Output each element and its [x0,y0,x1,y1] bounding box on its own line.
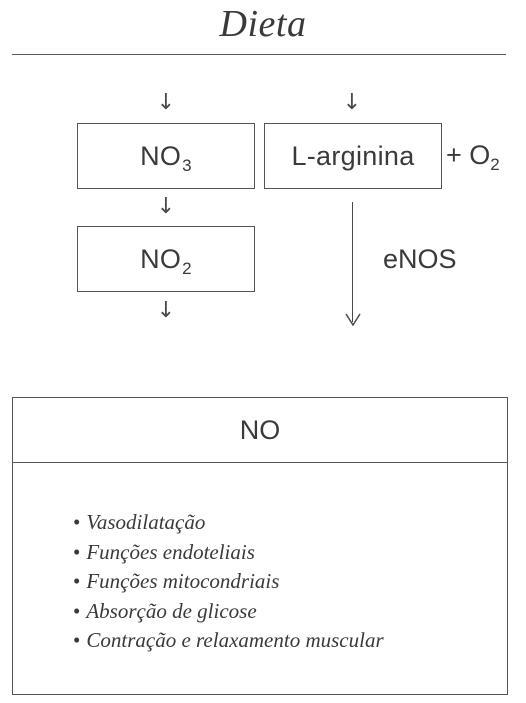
diagram-title: Dieta [219,3,307,45]
list-item: Vasodilatação [73,508,384,538]
nitric-oxide-panel: NO Vasodilatação Funções endoteliais Fun… [12,397,508,695]
nitrite-label: NO2 [140,243,192,278]
oxygen-label: + O2 [446,140,500,174]
arrow-nitrite-to-no: ↓ [156,298,176,323]
title-divider [12,54,506,55]
list-item: Funções endoteliais [73,538,384,568]
arrow-diet-to-arginine: ↓ [342,90,362,115]
list-item: Contração e relaxamento muscular [73,626,383,656]
arrow-nitrate-to-nitrite: ↓ [156,194,176,219]
list-item: Funções mitocondriais [73,567,384,597]
nitrate-box: NO3 [77,123,255,189]
list-item: Absorção de glicose [73,597,384,627]
effects-list: Vasodilatação Funções endoteliais Funçõe… [73,508,384,656]
arginine-box: L-arginina [264,123,442,189]
arginine-label: L-arginina [291,140,415,171]
nitrite-box: NO2 [77,226,255,292]
nitric-oxide-header: NO [13,398,507,463]
enos-label: eNOS [383,244,457,274]
arrow-diet-to-nitrate: ↓ [156,90,176,115]
enos-arrow-shaft [352,202,353,322]
nitrate-label: NO3 [140,140,192,175]
